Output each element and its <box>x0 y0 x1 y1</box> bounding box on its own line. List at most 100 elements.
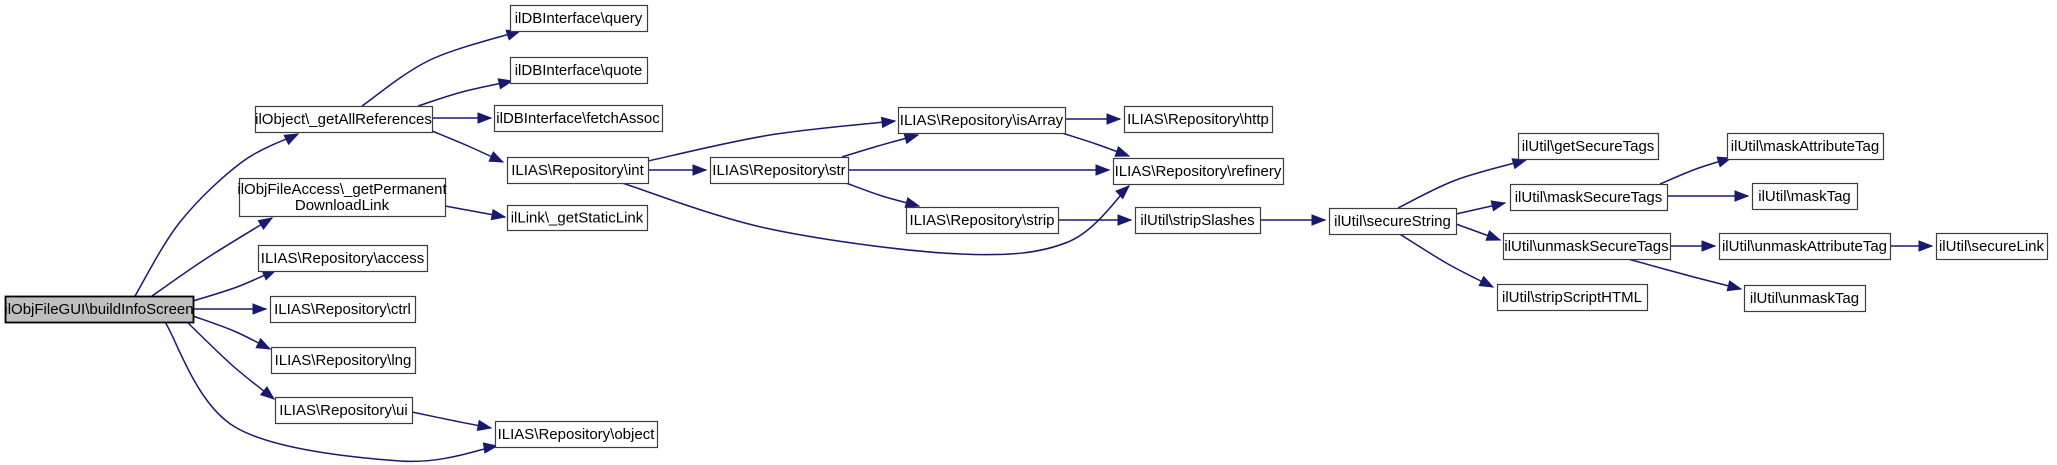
graph-node-strip[interactable]: ILIAS\Repository\strip <box>905 206 1060 235</box>
node-box-secureLink[interactable] <box>1935 232 2049 261</box>
node-box-http[interactable] <box>1123 105 1274 134</box>
node-label-query: ilDBInterface\query <box>515 10 643 27</box>
node-box-ctrl[interactable] <box>269 295 417 324</box>
node-label-http: ILIAS\Repository\http <box>1127 111 1269 128</box>
graph-node-getPermanentDownloadLink[interactable]: ilObjFileAccess\_getPermanentDownloadLin… <box>237 177 447 218</box>
node-box-maskAttributeTag[interactable] <box>1726 132 1885 161</box>
graph-node-query[interactable]: ilDBInterface\query <box>509 4 649 33</box>
node-box-unmaskSecureTags[interactable] <box>1502 232 1672 261</box>
graph-edge-int-str <box>648 164 708 176</box>
node-label-unmaskAttributeTag: ilUtil\unmaskAttributeTag <box>1722 238 1887 255</box>
graph-node-isArray[interactable]: ILIAS\Repository\isArray <box>897 106 1067 135</box>
node-label-maskAttributeTag: ilUtil\maskAttributeTag <box>1731 138 1879 155</box>
graph-node-secureString[interactable]: ilUtil\secureString <box>1328 207 1458 236</box>
node-label-secureLink: ilUtil\secureLink <box>1939 238 2045 255</box>
node-box-maskTag[interactable] <box>1751 182 1859 211</box>
edge-line-buildInfoScreen-getPermanentDownloadLink <box>151 217 273 297</box>
node-label-access: ILIAS\Repository\access <box>261 250 424 267</box>
edge-line-int-refinery <box>621 182 1130 256</box>
node-box-stripScriptHTML[interactable] <box>1496 283 1649 312</box>
edge-arrowhead-buildInfoScreen-object <box>482 442 499 454</box>
graph-edge-secureString-maskSecureTags <box>1455 200 1507 215</box>
node-label2-getPermanentDownloadLink: DownloadLink <box>295 197 390 214</box>
graph-node-quote[interactable]: ilDBInterface\quote <box>509 56 649 85</box>
node-box-quote[interactable] <box>509 56 649 85</box>
node-box-str[interactable] <box>709 156 850 185</box>
node-label-ui: ILIAS\Repository\ui <box>279 402 407 419</box>
node-box-refinery[interactable] <box>1112 157 1285 186</box>
node-box-getStaticLink[interactable] <box>506 204 649 232</box>
graph-node-unmaskSecureTags[interactable]: ilUtil\unmaskSecureTags <box>1502 232 1672 261</box>
node-box-lng[interactable] <box>270 346 417 375</box>
graph-node-getSecureTags[interactable]: ilUtil\getSecureTags <box>1517 132 1660 161</box>
graph-node-buildInfoScreen[interactable]: ilObjFileGUI\buildInfoScreen <box>4 295 195 324</box>
graph-node-lng[interactable]: ILIAS\Repository\lng <box>270 346 417 375</box>
node-box-getSecureTags[interactable] <box>1517 132 1660 161</box>
graph-node-http[interactable]: ILIAS\Repository\http <box>1123 105 1274 134</box>
graph-node-stripScriptHTML[interactable]: ilUtil\stripScriptHTML <box>1496 283 1649 312</box>
graph-node-unmaskTag[interactable]: ilUtil\unmaskTag <box>1743 284 1867 313</box>
edge-arrowhead-int-refinery <box>1115 185 1131 200</box>
node-box-isArray[interactable] <box>897 106 1067 135</box>
edge-arrowhead-str-strip <box>904 196 921 209</box>
graph-node-maskTag[interactable]: ilUtil\maskTag <box>1751 182 1859 211</box>
graph-edge-secureString-unmaskSecureTags <box>1455 223 1502 241</box>
node-box-secureString[interactable] <box>1328 207 1458 236</box>
edge-arrowhead-buildInfoScreen-getPermanentDownloadLink <box>257 217 274 230</box>
graph-edge-buildInfoScreen-getAllReferences <box>134 133 300 297</box>
graph-node-ui[interactable]: ILIAS\Repository\ui <box>274 396 414 425</box>
graph-edge-maskSecureTags-maskAttributeTag <box>1659 156 1733 185</box>
graph-edge-getAllReferences-quote <box>417 78 514 107</box>
graph-edge-buildInfoScreen-lng <box>192 315 272 350</box>
graph-edge-buildInfoScreen-ui <box>186 321 276 400</box>
graph-edge-buildInfoScreen-access <box>192 269 278 302</box>
edge-arrowhead-str-refinery <box>1095 164 1111 176</box>
graph-edge-secureString-getSecureTags <box>1397 158 1528 209</box>
graph-node-fetchAssoc[interactable]: ilDBInterface\fetchAssoc <box>493 104 664 133</box>
node-box-query[interactable] <box>509 4 649 33</box>
node-box-ui[interactable] <box>274 396 414 425</box>
edge-line-buildInfoScreen-ui <box>186 321 275 400</box>
node-box-fetchAssoc[interactable] <box>493 104 664 133</box>
edge-arrowhead-strip-stripSlashes <box>1117 214 1133 226</box>
node-box-buildInfoScreen[interactable] <box>4 295 195 324</box>
node-box-unmaskTag[interactable] <box>1743 284 1867 313</box>
edge-arrowhead-isArray-refinery <box>1114 146 1131 157</box>
node-box-int[interactable] <box>506 156 650 185</box>
edge-arrowhead-secureString-maskSecureTags <box>1490 200 1507 212</box>
graph-node-access[interactable]: ILIAS\Repository\access <box>257 244 429 273</box>
node-box-strip[interactable] <box>905 206 1060 235</box>
node-label-maskSecureTags: ilUtil\maskSecureTags <box>1515 189 1663 206</box>
graph-node-maskAttributeTag[interactable]: ilUtil\maskAttributeTag <box>1726 132 1885 161</box>
node-box-access[interactable] <box>257 244 429 273</box>
graph-node-int[interactable]: ILIAS\Repository\int <box>506 156 650 185</box>
graph-node-refinery[interactable]: ILIAS\Repository\refinery <box>1112 157 1285 186</box>
node-box-getAllReferences[interactable] <box>254 105 434 134</box>
node-box-maskSecureTags[interactable] <box>1509 183 1669 212</box>
graph-node-stripSlashes[interactable]: ilUtil\stripSlashes <box>1134 206 1262 235</box>
node-label-getSecureTags: ilUtil\getSecureTags <box>1522 138 1655 155</box>
node-box-unmaskAttributeTag[interactable] <box>1718 232 1892 261</box>
graph-edge-ui-object <box>411 411 493 432</box>
graph-node-secureLink[interactable]: ilUtil\secureLink <box>1935 232 2049 261</box>
graph-node-unmaskAttributeTag[interactable]: ilUtil\unmaskAttributeTag <box>1718 232 1892 261</box>
node-label-getStaticLink: ilLink\_getStaticLink <box>511 210 644 227</box>
node-box-object[interactable] <box>494 420 659 449</box>
graph-node-getAllReferences[interactable]: ilObject\_getAllReferences <box>254 105 434 134</box>
graph-edge-isArray-refinery <box>1061 132 1131 157</box>
graph-node-str[interactable]: ILIAS\Repository\str <box>709 156 850 185</box>
graph-node-maskSecureTags[interactable]: ilUtil\maskSecureTags <box>1509 183 1669 212</box>
node-box-stripSlashes[interactable] <box>1134 206 1262 235</box>
node-box-getPermanentDownloadLink[interactable] <box>238 177 447 218</box>
edge-arrowhead-int-str <box>692 164 708 176</box>
edge-arrowhead-unmaskSecureTags-unmaskTag <box>1726 280 1743 292</box>
graph-node-object[interactable]: ILIAS\Repository\object <box>494 420 659 449</box>
edge-line-secureString-stripScriptHTML <box>1397 232 1494 288</box>
graph-node-getStaticLink[interactable]: ilLink\_getStaticLink <box>506 204 649 232</box>
graph-node-ctrl[interactable]: ILIAS\Repository\ctrl <box>269 295 417 324</box>
edge-arrowhead-secureString-unmaskSecureTags <box>1485 230 1502 241</box>
edge-arrowhead-unmaskAttributeTag-secureLink <box>1918 240 1934 252</box>
node-label-lng: ILIAS\Repository\lng <box>275 352 412 369</box>
edge-arrowhead-secureString-stripScriptHTML <box>1478 275 1495 288</box>
